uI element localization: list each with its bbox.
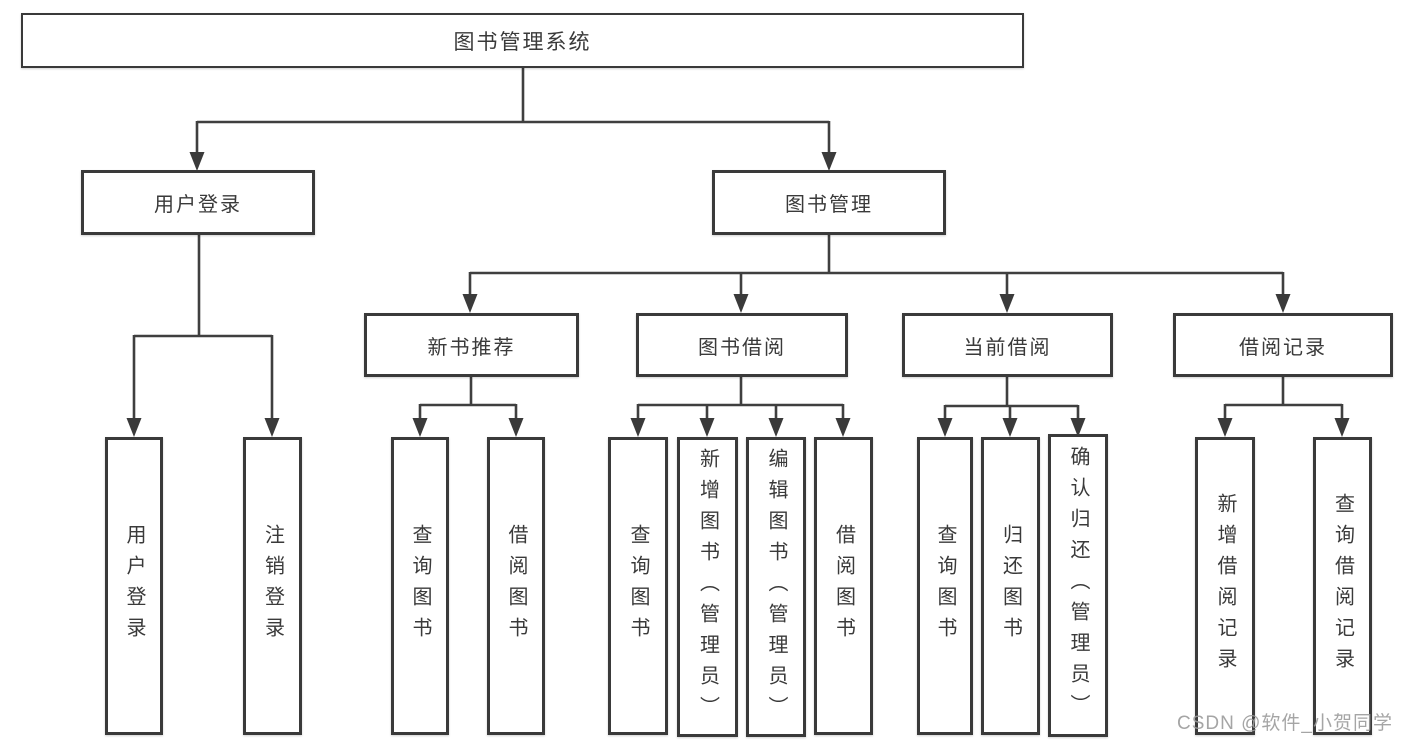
leaf-borrow-books-borrow: 借阅图书 <box>814 437 873 735</box>
leaf-borrow-books-recommend: 借阅图书 <box>487 437 545 735</box>
leaf-label: 查询图书 <box>627 524 649 648</box>
leaf-label: 归还图书 <box>999 524 1022 648</box>
leaf-label: 查询借阅记录 <box>1331 493 1354 679</box>
csdn-watermark: CSDN @软件_小贺同学 <box>1177 713 1393 734</box>
leaf-label: 确认归还（管理员） <box>1067 446 1089 725</box>
leaf-query-books-current: 查询图书 <box>917 437 973 735</box>
leaf-label: 借阅图书 <box>832 524 855 648</box>
leaf-user-login: 用户登录 <box>105 437 163 735</box>
leaf-add-books-admin: 新增图书（管理员） <box>677 437 738 737</box>
node-new-book-recommend: 新书推荐 <box>364 313 579 377</box>
leaf-add-borrow-record: 新增借阅记录 <box>1195 437 1255 735</box>
leaf-query-books-recommend: 查询图书 <box>391 437 449 735</box>
leaf-label: 编辑图书（管理员） <box>765 447 787 727</box>
leaf-label: 查询图书 <box>409 524 431 648</box>
leaf-logout: 注销登录 <box>243 437 302 735</box>
leaf-label: 新增图书（管理员） <box>696 447 719 727</box>
node-root-system: 图书管理系统 <box>21 13 1024 68</box>
leaf-query-books-borrow: 查询图书 <box>608 437 668 735</box>
leaf-label: 查询图书 <box>934 524 956 648</box>
node-borrow-records: 借阅记录 <box>1173 313 1393 377</box>
node-book-borrow: 图书借阅 <box>636 313 848 377</box>
leaf-return-books: 归还图书 <box>981 437 1040 735</box>
leaf-label: 注销登录 <box>261 524 284 648</box>
arrowheads <box>126 152 1350 437</box>
leaf-label: 新增借阅记录 <box>1214 493 1236 679</box>
node-current-borrow: 当前借阅 <box>902 313 1113 377</box>
leaf-label: 借阅图书 <box>505 524 527 648</box>
leaf-edit-books-admin: 编辑图书（管理员） <box>746 437 806 737</box>
leaf-label: 用户登录 <box>123 524 145 648</box>
node-user-login: 用户登录 <box>81 170 315 235</box>
leaf-confirm-return-admin: 确认归还（管理员） <box>1048 434 1108 737</box>
leaf-query-borrow-record: 查询借阅记录 <box>1313 437 1372 735</box>
node-book-management: 图书管理 <box>712 170 946 235</box>
